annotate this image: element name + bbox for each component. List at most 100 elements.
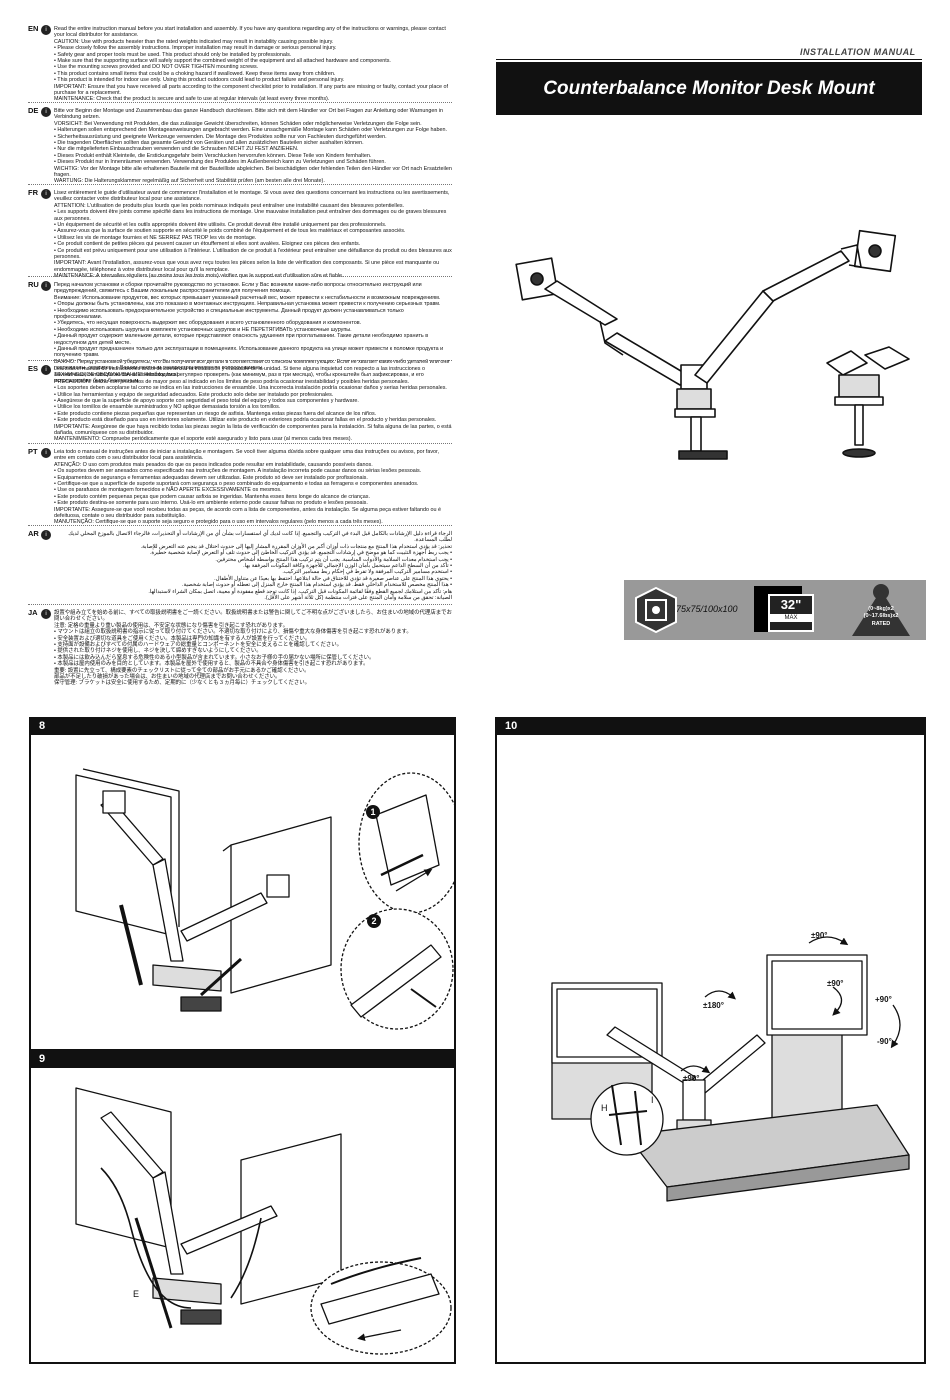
step-panel-9: 9 E [29, 1050, 456, 1364]
instruction-line: ВАЖНО: Перед установкой убедитесь, что В… [54, 358, 450, 372]
lang-text: Перед началом установки и сборки прочита… [54, 282, 452, 385]
lang-ja: JA i 設置や組み立てを始める前に、すべての取扱説明書をご一読ください。取扱説… [28, 608, 452, 687]
instruction-line: • マウントは組立の取扱説明書の指示に従って取り付けてください。不適切な取り付け… [54, 629, 412, 636]
divider [28, 276, 452, 277]
step-8-illustration [75, 768, 454, 1030]
instruction-line: • 本製品には飲み込んだら窒息する危険性のある小型製品が含まれています。小さなお… [54, 654, 375, 661]
panel-header: 10 [497, 719, 924, 735]
instruction-line: • 提供された取り付けネジを使用し、ネジを決して締めすぎないようにしてください。 [54, 648, 262, 655]
instruction-line: • Данный продукт содержит маленькие дета… [54, 333, 429, 346]
instruction-line: Read the entire instruction manual befor… [54, 26, 446, 39]
rotation-label: ±90° [827, 979, 844, 988]
instruction-line: Перед началом установки и сборки прочита… [54, 282, 422, 295]
instruction-line: • يحتوي هذا المنتج على عناصر صغيرة قد تؤ… [214, 575, 452, 582]
instruction-line: • 安全装置および適切な道具をご使用ください。本製品は専門の知識を有する人が設置… [54, 635, 311, 642]
instruction-line: • This product contains small items that… [54, 70, 336, 77]
instruction-line: • تأكد من أن السطح الداعم سيتحمل بأمان ا… [243, 563, 452, 570]
instruction-line: • Use the mounting screws provided and D… [54, 64, 259, 71]
lang-code: RU [28, 280, 39, 289]
instruction-line: • Данный продукт предназначен только для… [54, 346, 444, 359]
instruction-line: Lea todo el manual de instrucciones ante… [54, 366, 425, 379]
instruction-line: • This product is intended for indoor us… [54, 77, 345, 84]
manual-icon: i [41, 25, 51, 35]
instruction-line: IMPORTANT: Ensure that you have received… [54, 83, 449, 97]
instruction-line: • Dieses Produkt nur in Innenräumen verw… [54, 159, 386, 166]
instruction-line: • Nur die mitgelieferten Einbauschrauben… [54, 146, 299, 153]
instruction-line: • Les supports doivent être joints comme… [54, 209, 447, 222]
instruction-line: • Este produto contém pequenas peças que… [54, 493, 370, 500]
lang-fr: FR i Lisez entièrement le guide d'utilis… [28, 188, 452, 280]
instruction-line: • Os suportes devem ser anexados como es… [54, 468, 422, 475]
manual-icon: i [41, 609, 51, 619]
page-title: Counterbalance Monitor Desk Mount [496, 62, 922, 115]
instruction-line: MANTENIMIENTO: Compruebe periódicamente … [54, 436, 353, 443]
instruction-line: 注意: 定格の重量より重い製品の使用は、不安定な状態になり傷害を引き起こす恐れが… [54, 622, 289, 629]
weight-rated: RATED [871, 621, 891, 627]
manual-icon: i [41, 107, 51, 117]
weight-badge: (0~8kg)x2 (0~17.6lbs)x2 RATED [848, 582, 914, 638]
callout-2: 2 [367, 914, 381, 928]
screen-size-value: 32" [780, 597, 802, 612]
instruction-line: ТЕХНИЧЕСКОЕ ОБСЛУЖИВАНИЕ: Необходимо рег… [54, 371, 424, 385]
instruction-line: 重要: 設置に先立って、構成要素のチェックリストに従って全ての部品がお手元にある… [54, 667, 310, 674]
step-10-illustration [551, 936, 910, 1202]
instruction-line: PRECAUCIÓN: utilizar con productos de ma… [54, 378, 410, 385]
manual-icon: i [41, 448, 51, 458]
lang-code: ES [28, 364, 39, 373]
instruction-line: • يجب استخدام معدات السلامة والأدوات الم… [215, 556, 452, 563]
instruction-line: • Dieses Produkt enthält Kleinteile, die… [54, 152, 372, 159]
instruction-line: هام: تأكد من استلامك لجميع القطع وفقًا ل… [148, 588, 452, 595]
manual-icon: i [41, 365, 51, 375]
lang-code: DE [28, 106, 39, 115]
divider [28, 360, 452, 361]
instruction-line: IMPORTANTE: Asegúrese de que haya recibi… [54, 423, 452, 437]
lang-ru: RU i Перед началом установки и сборки пр… [28, 280, 452, 385]
divider [28, 102, 452, 103]
weight-icon [852, 584, 910, 636]
manual-label: INSTALLATION MANUAL [800, 47, 916, 57]
lang-code: JA [28, 608, 38, 617]
instruction-line: IMPORTANTE: Assegure-se que você recebeu… [54, 506, 441, 520]
tilt-up-label: +90° [875, 995, 892, 1004]
panel-header: 9 [31, 1052, 454, 1068]
instruction-line: • Use os parafusos de montagem fornecido… [54, 487, 282, 494]
instruction-line: VORSICHT: Bei Verwendung mit Produkten, … [54, 120, 422, 127]
instruction-line: • Utilice los tornillos de ensamble sumi… [54, 404, 281, 411]
instruction-line: • Необходимо использовать шурупы в компл… [54, 326, 352, 333]
instruction-line: WARTUNG: Die Halterungsklammer regelmäßi… [54, 178, 325, 185]
instruction-line: CAUTION: Use with products heavier than … [54, 38, 334, 45]
instruction-line: • استخدم مسامير التركيب المرفقة ولا تفرط… [282, 569, 452, 576]
step-number: 9 [39, 1053, 46, 1065]
instruction-line: Lisez entièrement le guide d'utilisateur… [54, 190, 450, 203]
lang-text: Leia todo o manual de instruções antes d… [54, 449, 452, 526]
manual-icon: i [41, 189, 51, 199]
lang-ar: AR i الرجاء قراءة دليل الإرشادات بالكامل… [28, 529, 452, 602]
instruction-line: تحذير: قد يؤدي استخدام هذا المنتج مع منت… [140, 543, 452, 550]
weight-line1: (0~8kg)x2 [868, 606, 894, 612]
lang-code: EN [28, 24, 39, 33]
instruction-line: الرجاء قراءة دليل الإرشادات بالكامل قبل … [68, 531, 452, 544]
instruction-line: WICHTIG: Vor der Montage bitte alle erha… [54, 165, 452, 179]
instruction-line: • 本製品は屋内使用のみを目的としています。本製品を屋外で使用すると、製品の不具… [54, 661, 369, 668]
step-9-illustration [75, 1087, 452, 1355]
weight-line2: (0~17.6lbs)x2 [863, 613, 899, 619]
rotation-label: ±180° [703, 1001, 724, 1010]
instruction-line: • هذا المنتج مخصص للاستخدام الداخلي فقط.… [182, 582, 452, 589]
instruction-line: Внимание: Использование продуктов, вес к… [54, 294, 441, 301]
label-h: H [601, 1103, 608, 1113]
vesa-pattern: 75x75/100x100 [676, 604, 738, 614]
lang-text: Lea todo el manual de instrucciones ante… [54, 366, 452, 443]
instruction-line: الصيانة: تحقق من سلامة وأمان المنتج على … [264, 595, 452, 602]
spec-row: 75x75/100x100 32" MAX (0~8kg)x2 (0~17.6l… [624, 580, 926, 640]
lang-es: ES i Lea todo el manual de instrucciones… [28, 364, 452, 443]
instruction-line: • Certifique-se que a superfície de supo… [54, 481, 419, 488]
instruction-line: 保守管理: ブラケットは安全に使用するため、定期的に（少なくとも３ヵ月毎に）チェ… [54, 680, 311, 687]
divider [28, 443, 452, 444]
divider [28, 604, 452, 605]
instruction-line: • Halterungen sollen entsprechend den Mo… [54, 127, 447, 134]
divider [28, 525, 452, 526]
lang-code: AR [28, 529, 39, 538]
instruction-line: • Make sure that the supporting surface … [54, 58, 391, 65]
manual-icon: i [41, 281, 51, 291]
instruction-line: • Ce produit contient de petites pièces … [54, 241, 361, 248]
